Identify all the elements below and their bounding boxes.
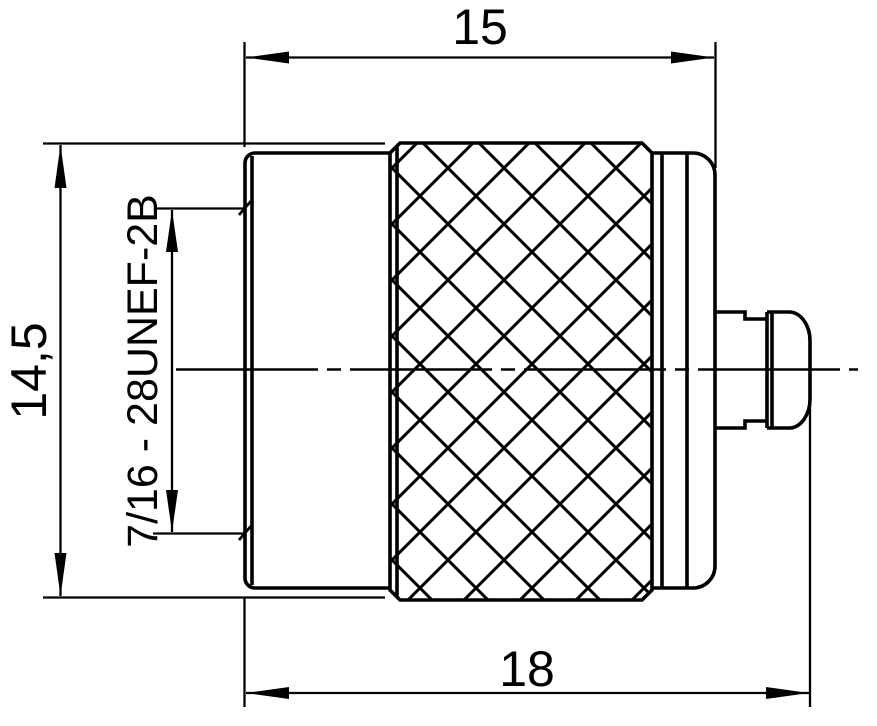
- front-shoulder: [652, 151, 717, 590]
- arrowhead: [166, 210, 178, 252]
- knurl-section-outline: [388, 141, 654, 602]
- arrowhead: [246, 51, 289, 64]
- dim-label-body-diameter: 14,5: [1, 322, 57, 419]
- dim-label-overall-length: 18: [499, 641, 555, 697]
- pin-tip-cap: [772, 310, 812, 430]
- thread-extent-tick: [237, 525, 253, 541]
- dim-body-diameter: 14,5: [1, 142, 385, 599]
- arrowhead: [54, 553, 67, 596]
- dim-coupling-length: 15: [243, 0, 717, 168]
- arrowhead: [766, 687, 809, 699]
- pin-washer-disc: [765, 310, 774, 430]
- dim-thread: 7/16 - 28UNEF-2B: [119, 194, 253, 548]
- arrowhead: [166, 490, 178, 532]
- knurled-coupling-nut: [388, 141, 654, 602]
- pin-top-profile: [716, 310, 767, 321]
- thread-extent-tick: [237, 200, 253, 216]
- center-pin: [716, 310, 812, 430]
- rear-body-outline: [243, 151, 390, 590]
- pin-bottom-profile: [716, 419, 767, 430]
- dim-overall-length: 18: [243, 398, 812, 707]
- thread-spec-label: 7/16 - 28UNEF-2B: [119, 194, 167, 548]
- dim-label-coupling-length: 15: [452, 0, 508, 55]
- rear-body: [243, 151, 390, 590]
- arrowhead: [671, 51, 714, 64]
- arrowhead: [246, 687, 289, 699]
- front-shoulder-outline: [652, 151, 717, 590]
- arrowhead: [54, 145, 67, 188]
